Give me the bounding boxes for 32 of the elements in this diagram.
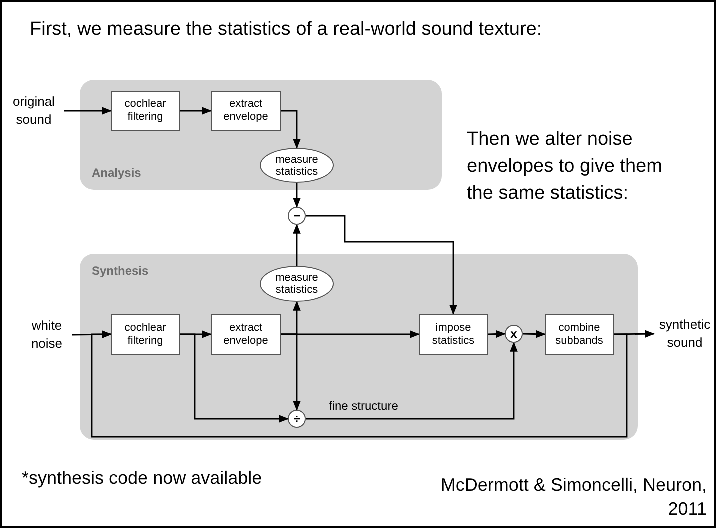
note-text: *synthesis code now available: [22, 467, 262, 490]
arrow: [488, 330, 506, 338]
process-box: extract envelope: [211, 314, 281, 355]
process-box: cochlear filtering: [111, 91, 180, 131]
citation-text: McDermott & Simoncelli, Neuron, 2011: [440, 474, 707, 521]
process-ellipse: measure statistics: [260, 266, 334, 302]
arrow: [293, 183, 301, 208]
arrow: [180, 107, 212, 115]
edge-label: fine structure: [328, 399, 400, 413]
panel-title: Synthesis: [92, 263, 149, 280]
synthesis-panel: [80, 254, 638, 440]
note-text: Then we alter noise envelopes to give them the same statistics:: [467, 128, 664, 206]
process-box: combine subbands: [545, 314, 614, 355]
process-box: extract envelope: [211, 91, 281, 131]
process-box: impose statistics: [419, 314, 488, 355]
arrow: [281, 334, 301, 411]
panel-title: Analysis: [92, 165, 142, 182]
analysis-panel: [80, 80, 442, 190]
arrow: [522, 330, 546, 338]
process-ellipse: measure statistics: [260, 148, 334, 183]
arrow: [306, 342, 518, 420]
arrow: [64, 107, 112, 115]
process-box: cochlear filtering: [111, 314, 180, 355]
arrow: [306, 215, 458, 315]
input-label: white noise: [22, 316, 72, 354]
arrow: [180, 334, 289, 423]
title: First, we measure the statistics of a real-world sound texture:: [30, 18, 542, 42]
input-label: original sound: [4, 93, 64, 129]
arrow: [281, 110, 301, 149]
output-label: synthetic sound: [654, 316, 716, 352]
arrow: [91, 330, 628, 438]
arrow: [293, 224, 301, 266]
